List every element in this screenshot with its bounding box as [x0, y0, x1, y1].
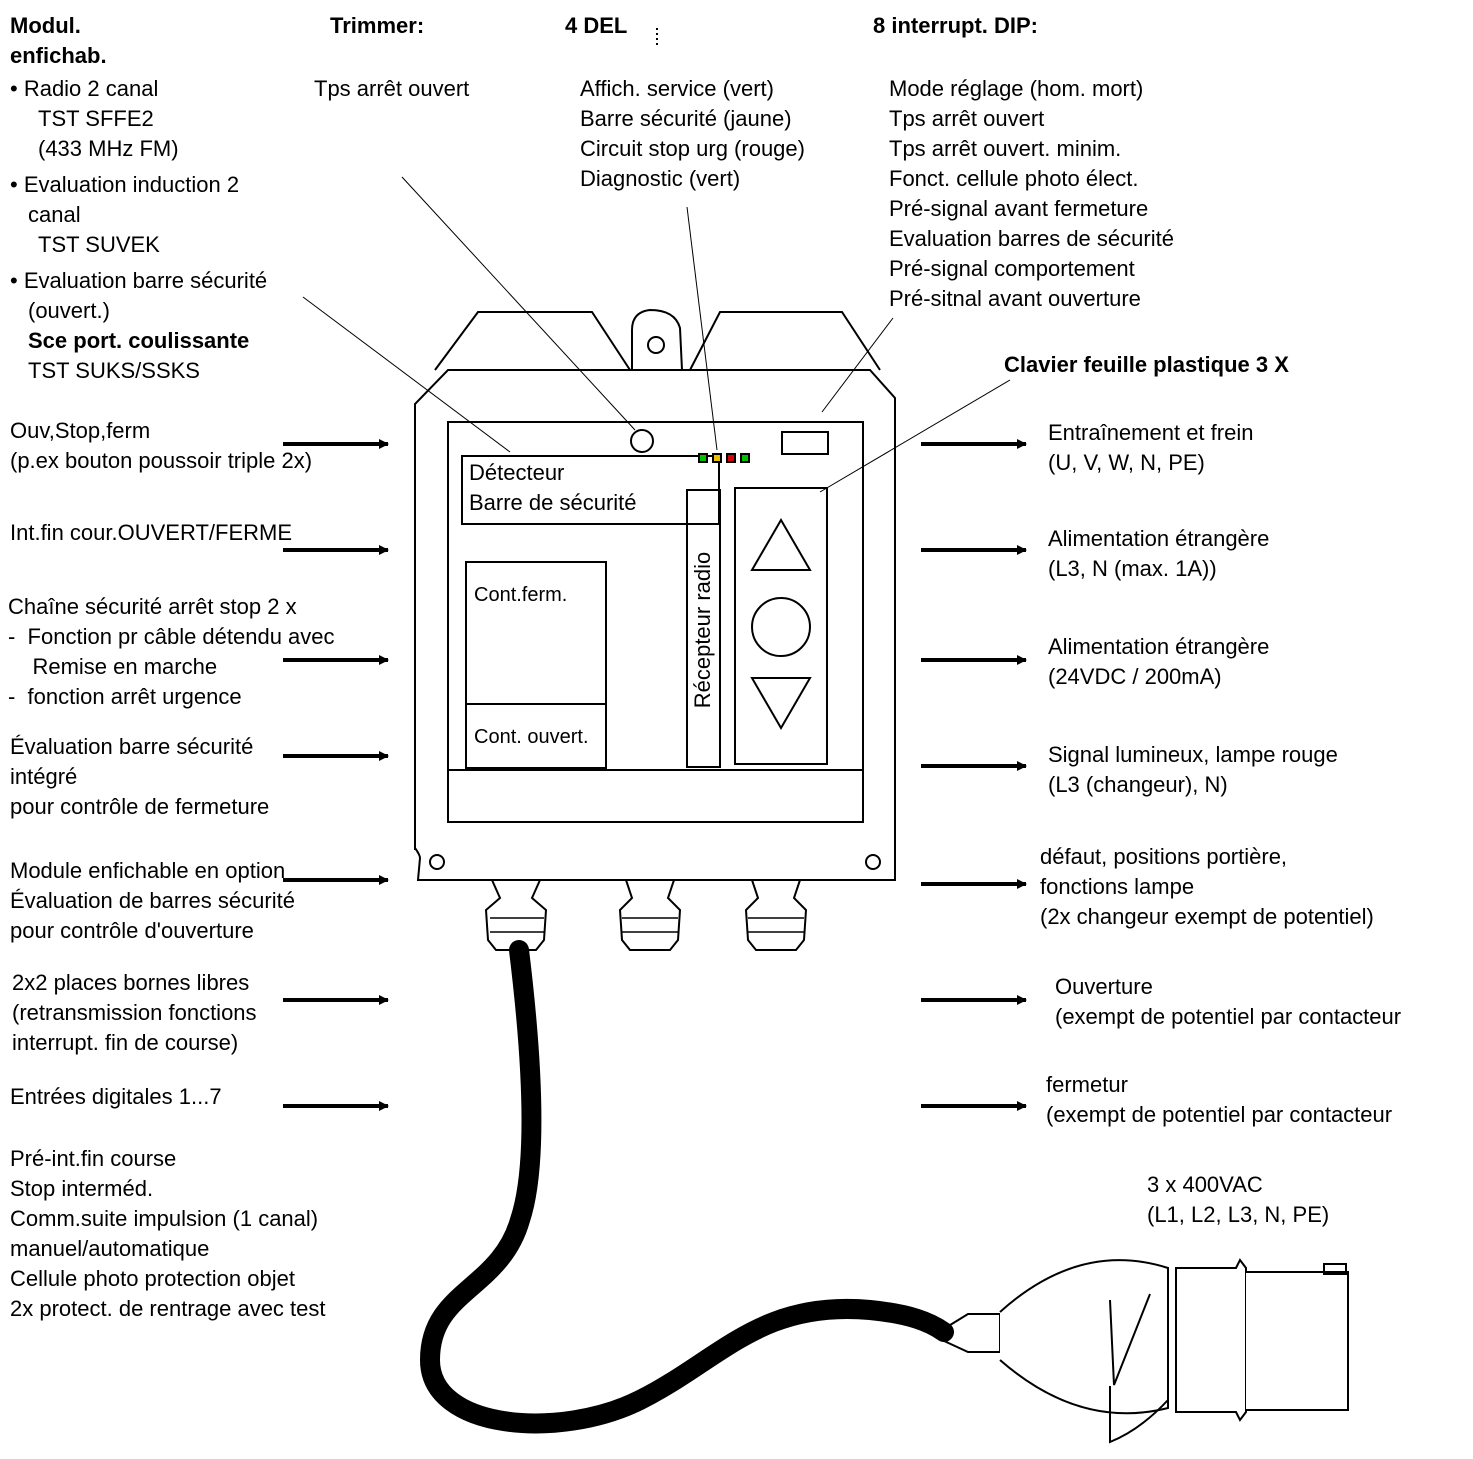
gland-right [744, 879, 808, 951]
module-item-safety-bar: • Evaluation barre sécurité (ouvert.) Sc… [10, 268, 268, 383]
input-label: Module enfichable en option Évaluation d… [10, 858, 295, 943]
led-light [700, 455, 706, 461]
contactor-close-label: Cont.ferm. [474, 584, 568, 606]
top-tab [631, 308, 683, 371]
module-header: Modul. enfichab. [10, 13, 107, 68]
output-label: Ouverture (exempt de potentiel par conta… [1055, 974, 1402, 1029]
leader-dip [821, 317, 894, 413]
plug-cone [999, 1259, 1169, 1415]
dip-list: Mode réglage (hom. mort) Tps arrêt ouver… [889, 76, 1174, 311]
contactor-open [465, 703, 607, 769]
output-arrows [921, 439, 1027, 1111]
led-light [742, 455, 748, 461]
input-arrows [283, 439, 389, 1111]
input-label: Chaîne sécurité arrêt stop 2 x - Fonctio… [8, 594, 335, 709]
key-stop-icon [751, 597, 811, 657]
mount-hole-right [865, 854, 881, 870]
detector-label: Détecteur Barre de sécurité [469, 460, 637, 515]
output-label: Alimentation étrangère (24VDC / 200mA) [1048, 634, 1270, 689]
leader-detector [302, 296, 511, 453]
keypad [734, 487, 828, 765]
key-up-icon [750, 518, 812, 571]
input-label: Pré-int.fin course Stop interméd. Comm.s… [10, 1146, 326, 1321]
led-light [714, 455, 720, 461]
leader-keypad [819, 379, 1011, 493]
input-label: 2x2 places bornes libres (retransmission… [12, 970, 257, 1055]
output-label: fermetur (exempt de potentiel par contac… [1046, 1072, 1393, 1127]
display-window [781, 431, 829, 455]
output-label: défaut, positions portière, fonctions la… [1040, 844, 1374, 929]
trimmer-header: Trimmer: [330, 13, 425, 38]
input-label: Int.fin cour.OUVERT/FERME [10, 520, 293, 545]
led-light [728, 455, 734, 461]
output-label: Signal lumineux, lampe rouge (L3 (change… [1048, 742, 1338, 797]
dip-header: 8 interrupt. DIP: [873, 13, 1039, 38]
contactor-open-label: Cont. ouvert. [474, 726, 589, 748]
left-dome [434, 311, 631, 371]
module-item-induction: • Evaluation induction 2 canal TST SUVEK [10, 172, 240, 257]
led-list: Affich. service (vert) Barre sécurité (j… [580, 76, 805, 191]
keypad-label: Clavier feuille plastique 3 X [1004, 352, 1289, 377]
radio-receiver [686, 489, 721, 768]
radio-receiver-label: Récepteur radio [690, 551, 715, 709]
plug-tab [1109, 1386, 1169, 1444]
mount-hole-left [429, 854, 445, 870]
leds-header: 4 DEL [565, 13, 628, 38]
housing-outline [414, 369, 896, 850]
input-label: Ouv,Stop,ferm (p.ex bouton poussoir trip… [10, 418, 313, 473]
gland-middle [618, 879, 682, 951]
leader-trimmer [401, 176, 636, 431]
plug-key [1323, 1263, 1347, 1275]
trimmer-item: Tps arrêt ouvert [314, 76, 470, 101]
plug-tab-top [1109, 1293, 1151, 1386]
top-tab-hole [647, 336, 665, 354]
power-label: 3 x 400VAC (L1, L2, L3, N, PE) [1147, 1172, 1330, 1227]
module-item-radio: • Radio 2 canal TST SFFE2 (433 MHz FM) [10, 76, 179, 161]
inner-panel [447, 421, 864, 823]
led-indicators [698, 453, 750, 463]
plug-ring [1175, 1258, 1247, 1422]
power-cable [419, 940, 954, 1434]
output-label: Alimentation étrangère (L3, N (max. 1A)) [1048, 526, 1270, 581]
input-label: Évaluation barre sécurité intégré pour c… [10, 734, 270, 819]
plug-head [1246, 1271, 1349, 1411]
output-label: Entraînement et frein (U, V, W, N, PE) [1048, 420, 1254, 475]
gland-left [484, 879, 548, 951]
bottom-flange [414, 844, 896, 881]
right-dome [689, 311, 881, 371]
input-label: Entrées digitales 1...7 [10, 1084, 222, 1109]
key-down-icon [750, 677, 812, 730]
trimmer-knob [630, 429, 654, 453]
leader-leds [686, 206, 718, 451]
del-marker [656, 28, 658, 45]
